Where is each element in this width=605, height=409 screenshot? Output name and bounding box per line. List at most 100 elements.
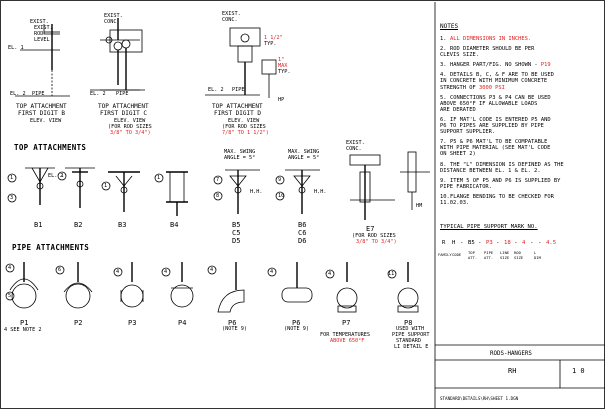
- balloon-4d: 4: [210, 267, 214, 273]
- balloon-7: 7: [216, 177, 220, 183]
- note-number: 2.: [440, 46, 447, 53]
- detail-c-title-1: TOP ATTACHMENT: [98, 103, 149, 110]
- note-text: ROD DIAMETER SHOULD BE PER CLEVIS SIZE.: [440, 46, 535, 59]
- label-p8: P8: [404, 319, 413, 327]
- p7-note-1: FOR TEMPERATURES: [320, 332, 370, 338]
- callout-hp-d: HP: [278, 97, 285, 103]
- note-2: 2.ROD DIAMETER SHOULD BE PER CLEVIS SIZE…: [440, 46, 534, 58]
- typical-legend-part: ROD: [514, 250, 521, 255]
- note-1: 1.ALL DIMENSIONS IN INCHES.: [440, 36, 531, 42]
- typical-legend-part: ATT.: [484, 255, 494, 260]
- label-b4: B4: [170, 221, 179, 229]
- typical-heading: TYPICAL PIPE SUPPORT MARK NO.: [440, 224, 538, 230]
- typical-code-part: -: [538, 240, 542, 246]
- note-7: 7.P5 & P6 MAT'L TO BE COMPATABLE WITH PI…: [440, 139, 550, 157]
- note-number: 8.: [440, 161, 447, 168]
- title-block-title: RODS-HANGERS: [490, 351, 532, 357]
- callout-conc-d: CONC.: [222, 17, 238, 23]
- label-b6: B6: [298, 221, 307, 229]
- balloon-10: 10: [278, 193, 285, 199]
- typical-code-part: 4: [522, 240, 526, 246]
- p1-note: 4 SEE NOTE 2: [4, 327, 42, 333]
- e7-exist: EXIST.: [346, 140, 365, 146]
- note-10: 10.FLANGE BENDING TO BE CHECKED FOR 11.0…: [440, 194, 554, 206]
- typical-code-part: H: [452, 240, 456, 246]
- note-text: ALL DIMENSIONS IN INCHES.: [450, 36, 532, 42]
- balloon-2: 2: [60, 173, 64, 179]
- b5-note-1: MAX. SWING: [224, 149, 256, 155]
- note-number: 3.: [440, 62, 447, 69]
- dim-hh-b6: H.H.: [314, 189, 327, 195]
- balloon-3: 3: [10, 195, 14, 201]
- detail-c-title-3: ELEV. VIEW: [114, 118, 146, 124]
- detail-c-title-5: 3/8" TO 3/4"): [110, 130, 151, 136]
- typical-legend-part: TOP: [468, 250, 475, 255]
- label-e7: E7: [366, 225, 375, 233]
- detail-d-title-3: ELEV. VIEW: [228, 118, 260, 124]
- section-pipe-attachments: PIPE ATTACHMENTS: [12, 243, 90, 252]
- pipe-attachments-row: [9, 262, 419, 313]
- typical-legend-part: CODE: [452, 252, 462, 257]
- label-p3: P3: [128, 319, 137, 327]
- p7-note-2: ABOVE 650°F: [330, 338, 365, 344]
- typical-code-part: 18: [504, 240, 511, 246]
- typical-code-part: -: [460, 240, 464, 246]
- dim-hh-b5: H.H.: [250, 189, 263, 195]
- detail-d-title-4: (FOR ROD SIZES: [222, 124, 266, 130]
- note-number: 1.: [440, 36, 447, 42]
- typical-code-part: P3: [486, 240, 493, 246]
- callout-exist-b1: EXIST.: [30, 19, 49, 25]
- typical-legend-part: FAMILY: [438, 252, 452, 257]
- typical-legend-part: LINE: [500, 250, 510, 255]
- label-b5: B5: [232, 221, 241, 229]
- note-highlight: 3000 PSI: [478, 84, 505, 91]
- callout-conc-c: CONC.: [104, 19, 120, 25]
- typical-code-part: -: [478, 240, 482, 246]
- detail-c-view: [90, 29, 145, 91]
- typical-code-part: B5: [468, 240, 475, 246]
- note-8: 8.THE "L" DIMENSION IS DEFINED AS THE DI…: [440, 162, 564, 174]
- notes-heading: NOTES: [440, 23, 459, 30]
- balloon-11: 11: [388, 271, 395, 277]
- callout-el2-c: EL. 2: [90, 91, 106, 97]
- detail-d-title-2: FIRST DIGIT D: [214, 110, 261, 117]
- note-highlight: P19: [540, 62, 551, 69]
- note-text: P5 & P6 MAT'L TO BE COMPATABLE WITH PIPE…: [440, 139, 551, 158]
- typical-legend-part: ATT.: [468, 255, 478, 260]
- p8-note-4: LI DETAIL E: [394, 344, 429, 350]
- note-text: IF MAT'L CODE IS ENTERED P5 AND P6 TO PI…: [440, 117, 551, 136]
- detail-b-title-3: ELEV. VIEW: [30, 118, 62, 124]
- label-b2: B2: [74, 221, 83, 229]
- balloon-1: 1: [10, 175, 14, 181]
- detail-d-title-5: 7/8" TO 1 1/2"): [222, 130, 269, 136]
- detail-c-title-4: (FOR ROD SIZES: [108, 124, 152, 130]
- p8-note-1: USED WITH: [396, 326, 425, 332]
- balloon-9: 9: [278, 177, 282, 183]
- detail-c-title-2: FIRST DIGIT C: [100, 110, 147, 117]
- dim-el1-b1: EL. 1: [48, 173, 64, 179]
- balloon-4: 4: [8, 265, 12, 271]
- label-p4: P4: [178, 319, 187, 327]
- note-number: 9.: [440, 177, 447, 184]
- balloon-4f: 4: [328, 271, 332, 277]
- label-p6b: P6: [292, 319, 301, 327]
- callout-rod-b: ROD: [34, 31, 44, 37]
- b5-note-2: ANGLE = 5°: [224, 155, 256, 161]
- note-5: 5.CONNECTIONS P3 & P4 CAN BE USED ABOVE …: [440, 95, 551, 113]
- e7-note-2: 3/8" TO 3/4"): [356, 239, 397, 245]
- callout-typ2-d: TYP.: [278, 69, 291, 75]
- callout-pipe-d: PIPE: [232, 87, 245, 93]
- typical-legend-part: SIZE: [514, 255, 524, 260]
- p8-note-2: PIPE SUPPORT: [392, 332, 430, 338]
- typical-legend-part: L: [534, 250, 537, 255]
- note-3: 3.HANGER PART/FIG. NO SHOWN - P19: [440, 62, 551, 68]
- label-c5: C5: [232, 229, 241, 237]
- callout-exist-c: EXIST.: [104, 13, 123, 19]
- typical-legend-part: PIPE: [484, 250, 494, 255]
- balloon-4e: 4: [270, 269, 274, 275]
- note-9: 9.ITEM 5 OF P5 AND P6 IS SUPPLIED BY PIP…: [440, 178, 560, 190]
- typical-legend-part: SIZE: [500, 255, 510, 260]
- label-p6a: P6: [228, 319, 237, 327]
- title-block-family: RH: [508, 367, 517, 375]
